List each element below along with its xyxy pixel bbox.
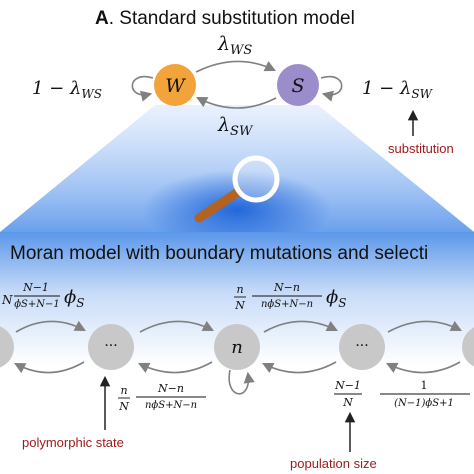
rate-sw-label: λSW [217,114,254,139]
rate-formula-top-middle: n N N−n nϕS+N−n ϕS [234,281,347,312]
panel-b-title: Moran model with boundary mutations and … [10,243,428,264]
rate-formula-bottom-middle: n N N−n nϕS+N−n [118,382,206,413]
chain-arrow-bottom-4 [385,361,461,374]
chain-arrow-top-1 [15,320,86,333]
svg-text:n: n [120,384,127,397]
substitution-label: substitution [388,141,454,156]
svg-text:1: 1 [421,379,428,392]
svg-text:N−n: N−n [157,382,184,395]
svg-text:N: N [342,396,353,409]
chain-arrow-top-4 [387,320,462,333]
arrow-s-to-w [196,96,277,109]
svg-text:n: n [236,283,243,296]
svg-text:N: N [234,299,245,312]
svg-text:ϕS: ϕS [64,287,85,310]
population-label: population size [290,456,377,471]
svg-text:(N−1)ϕS+1: (N−1)ϕS+1 [394,398,454,409]
state-node-dots-2 [339,324,385,370]
svg-text:ϕS+N−1: ϕS+N−1 [14,299,60,310]
svg-text:N−1: N−1 [22,281,49,294]
state-node-left-edge [0,326,14,368]
chain-arrow-bottom-3 [261,361,337,374]
state-node-dots-2-label: ··· [355,338,368,354]
self-loop-w [131,75,154,102]
svg-text:N: N [118,400,129,413]
state-node-n-label: n [231,337,243,358]
chain-arrow-top-2 [139,320,214,333]
chain-arrow-bottom-2 [137,361,213,374]
node-w-label: W [165,75,186,97]
svg-text:nϕS+N−n: nϕS+N−n [261,299,313,310]
state-node-dots-1-label: ··· [104,338,117,354]
chain-arrow-top-3 [263,320,339,333]
self-s-label: 1 − λSW [362,78,434,101]
arrow-w-to-s [195,60,277,73]
svg-text:N−1: N−1 [334,379,361,392]
self-loop-n [228,369,255,395]
magnifier-icon [194,155,280,223]
node-s-label: S [291,75,304,97]
spotlight-glow [142,170,332,250]
svg-text:N−n: N−n [273,281,300,294]
state-node-right-edge [462,327,474,367]
rate-formula-bottom-right: N−1 N 1 (N−1)ϕS+1 [334,379,470,409]
state-node-n [214,324,260,370]
node-w [154,64,196,106]
self-w-label: 1 − λWS [32,78,102,101]
svg-text:N: N [1,293,13,307]
svg-text:ϕS: ϕS [326,287,347,310]
rate-formula-top-left: N N−1 ϕS+N−1 ϕS [1,281,85,310]
self-loop-s [320,75,343,102]
chain-arrow-bottom-1 [14,361,85,374]
rate-ws-label: λWS [217,33,252,58]
panel-a-title: A. Standard substitution model [95,8,355,29]
polymorphic-label: polymorphic state [22,435,124,450]
svg-text:nϕS+N−n: nϕS+N−n [145,400,197,411]
state-node-dots-1 [88,324,134,370]
node-s [277,64,319,106]
